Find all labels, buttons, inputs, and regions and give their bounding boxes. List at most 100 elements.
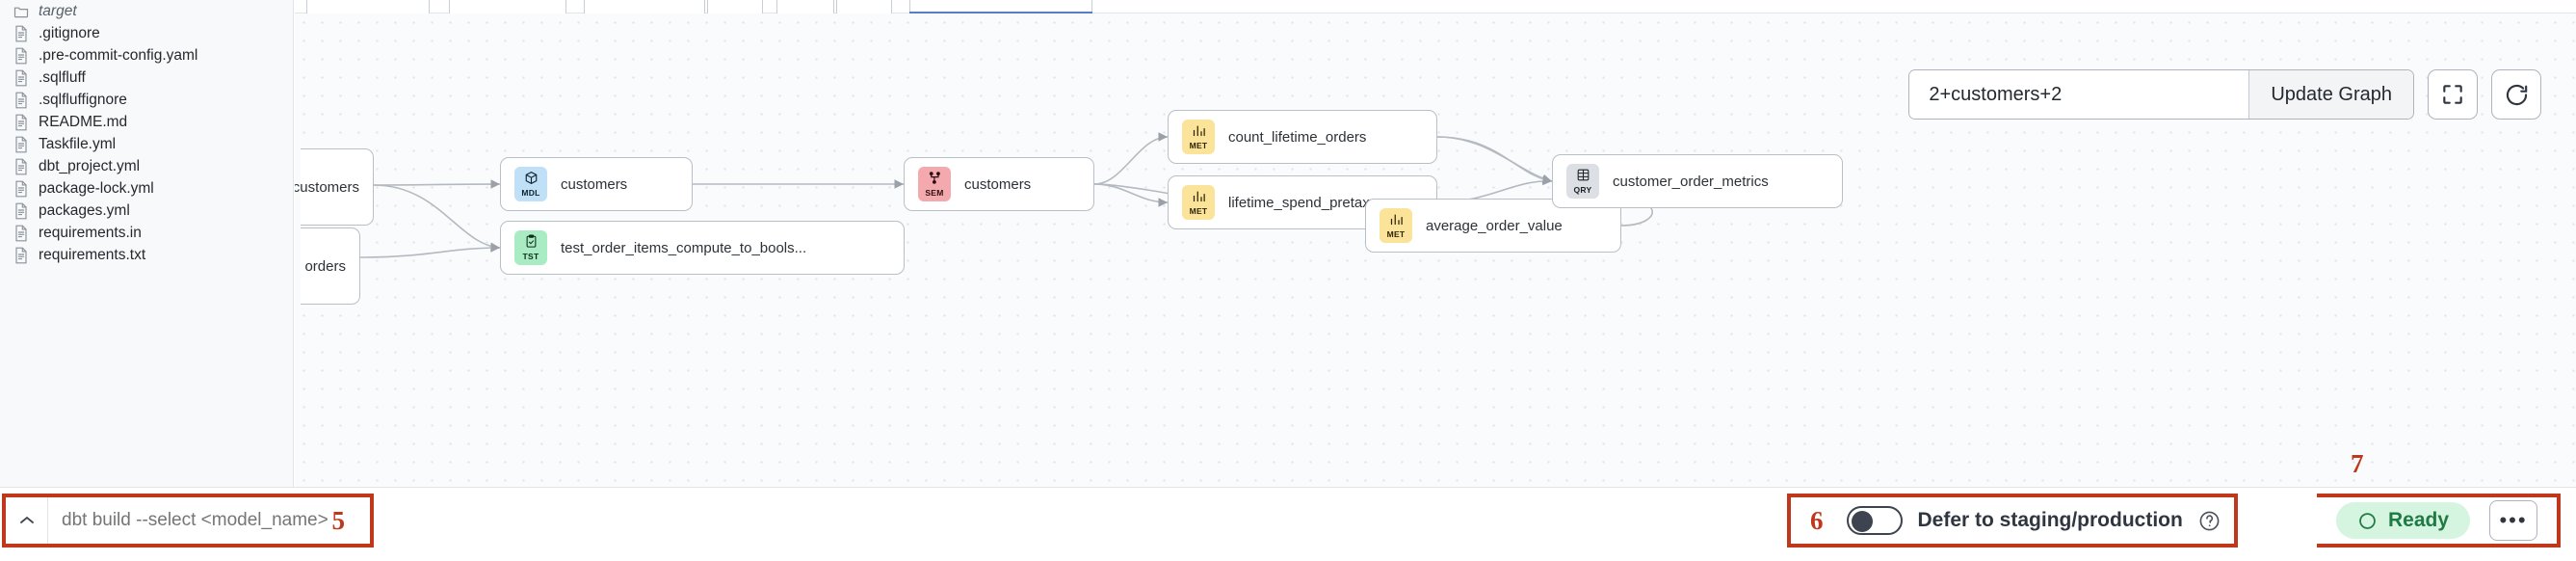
file-item[interactable]: .sqlfluffignore: [0, 89, 293, 111]
node-type-badge-met: MET: [1182, 120, 1215, 154]
toggle-knob: [1851, 511, 1873, 532]
file-item[interactable]: Taskfile.yml: [0, 133, 293, 155]
graph-node[interactable]: tg_customers: [295, 148, 374, 226]
selector-group: Update Graph: [1908, 69, 2414, 120]
tab-stub-2[interactable]: [449, 0, 566, 13]
status-badge[interactable]: Ready: [2336, 502, 2471, 539]
node-label: tg_customers: [295, 178, 359, 196]
node-type-badge-mdl: MDL: [514, 167, 547, 201]
file-name: requirements.in: [39, 224, 142, 241]
badge-text: MET: [1189, 140, 1208, 150]
graph-node[interactable]: MET count_lifetime_orders: [1168, 110, 1437, 164]
file-item[interactable]: target: [0, 0, 293, 22]
file-icon: [13, 92, 29, 109]
graph-node[interactable]: QRY customer_order_metrics: [1552, 154, 1843, 208]
file-name: target: [39, 2, 77, 19]
file-icon: [13, 225, 29, 242]
annotation-5: 5: [331, 505, 346, 535]
file-icon: [13, 158, 29, 175]
command-input[interactable]: [48, 510, 332, 531]
status-area: Ready •••: [2317, 494, 2562, 548]
file-name: .pre-commit-config.yaml: [39, 46, 198, 64]
badge-text: SEM: [925, 187, 944, 198]
tab-stub-6[interactable]: [836, 0, 892, 13]
file-name: README.md: [39, 113, 128, 130]
file-icon: [13, 114, 29, 131]
node-label: count_lifetime_orders: [1228, 128, 1367, 146]
file-name: .sqlfluff: [39, 68, 86, 86]
help-circle-icon[interactable]: [2198, 510, 2221, 532]
share-nodes-icon: [928, 171, 942, 189]
node-label: orders: [304, 257, 346, 275]
defer-toggle[interactable]: [1846, 506, 1903, 535]
status-circle-icon: [2359, 512, 2376, 529]
node-label: customer_order_metrics: [1613, 173, 1769, 190]
badge-text: MET: [1189, 205, 1208, 216]
cube-icon: [524, 171, 539, 189]
graph-select-input[interactable]: [1909, 70, 2249, 119]
chevron-up-icon[interactable]: [6, 497, 48, 544]
node-label: customers: [964, 175, 1032, 193]
folder-icon: [13, 3, 29, 20]
graph-node[interactable]: SEM customers: [904, 157, 1094, 211]
node-type-badge-met: MET: [1380, 208, 1412, 243]
file-icon: [13, 247, 29, 264]
file-name: Taskfile.yml: [39, 135, 117, 152]
graph-node[interactable]: TST test_order_items_compute_to_bools...: [500, 221, 905, 275]
file-item[interactable]: packages.yml: [0, 200, 293, 222]
table-icon: [1576, 168, 1590, 186]
badge-text: TST: [522, 251, 539, 261]
node-label: lifetime_spend_pretax: [1228, 194, 1370, 211]
node-type-badge-qry: QRY: [1566, 164, 1599, 199]
node-type-badge-met: MET: [1182, 185, 1215, 220]
refresh-icon[interactable]: [2491, 69, 2541, 120]
badge-text: MET: [1386, 228, 1406, 239]
file-item[interactable]: requirements.txt: [0, 244, 293, 266]
file-item[interactable]: .pre-commit-config.yaml: [0, 44, 293, 67]
annotation-6: 6: [1810, 505, 1824, 535]
tab-stub-7[interactable]: [909, 0, 1092, 13]
tab-stub-5[interactable]: [776, 0, 834, 13]
file-icon: [13, 136, 29, 153]
file-name: dbt_project.yml: [39, 157, 141, 174]
file-icon: [13, 47, 29, 65]
file-item[interactable]: README.md: [0, 111, 293, 133]
graph-node[interactable]: MDL customers: [500, 157, 693, 211]
file-name: packages.yml: [39, 201, 130, 219]
file-item[interactable]: dbt_project.yml: [0, 155, 293, 177]
active-tab-indicator: [909, 12, 1092, 14]
node-label: customers: [561, 175, 628, 193]
bar-chart-icon: [1192, 123, 1206, 142]
update-graph-button[interactable]: Update Graph: [2248, 70, 2413, 119]
defer-label: Defer to staging/production: [1917, 509, 2183, 531]
badge-text: MDL: [521, 187, 540, 198]
file-name: .gitignore: [39, 24, 100, 41]
node-label: test_order_items_compute_to_bools...: [561, 239, 807, 256]
clipboard-check-icon: [524, 234, 539, 253]
graph-toolbar: Update Graph: [1908, 69, 2541, 120]
bar-chart-icon: [1389, 212, 1404, 230]
graph-node[interactable]: orders: [301, 227, 360, 305]
file-list: target .gitignore .pre-commit-config.yam…: [0, 0, 293, 266]
annotation-7: 7: [2351, 449, 2364, 478]
badge-text: QRY: [1573, 184, 1592, 195]
file-item[interactable]: .gitignore: [0, 22, 293, 44]
node-type-badge-tst: TST: [514, 230, 547, 265]
tab-stub-4[interactable]: [707, 0, 763, 13]
tab-stub-1[interactable]: [306, 0, 430, 13]
node-type-badge-sem: SEM: [918, 167, 951, 201]
bar-chart-icon: [1192, 189, 1206, 207]
tab-stub-3[interactable]: [584, 0, 705, 13]
file-item[interactable]: .sqlfluff: [0, 67, 293, 89]
fullscreen-icon[interactable]: [2428, 69, 2478, 120]
node-label: average_order_value: [1426, 217, 1563, 234]
file-icon: [13, 69, 29, 87]
more-options-button[interactable]: •••: [2489, 500, 2538, 541]
file-item[interactable]: requirements.in: [0, 222, 293, 244]
file-item[interactable]: package-lock.yml: [0, 177, 293, 200]
command-bar: 5: [2, 494, 374, 548]
file-icon: [13, 25, 29, 42]
